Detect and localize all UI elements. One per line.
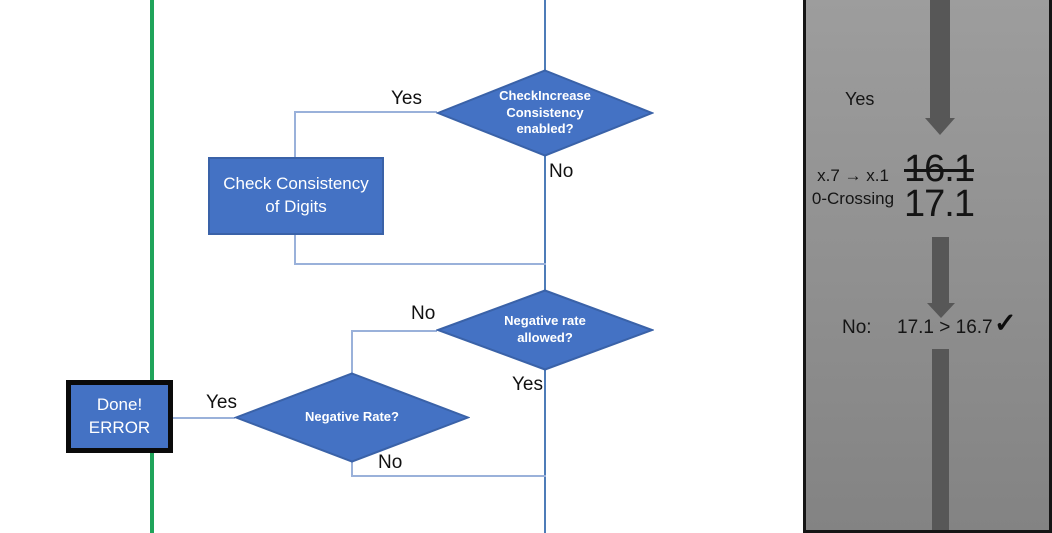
panel-yes-label: Yes — [845, 89, 875, 109]
diamond-shape — [436, 289, 654, 371]
edge-label-yes-mid: Yes — [512, 374, 543, 395]
down-arrow-1-head — [925, 118, 955, 135]
process-check-consistency-label: Check Consistency of Digits — [223, 174, 369, 216]
diamond-shape — [436, 69, 654, 157]
decision-negative-rate-allowed-label: Negative rate allowed? — [504, 313, 586, 345]
down-arrow-3-shaft — [932, 349, 949, 530]
edge-label-yes-bottom: Yes — [206, 392, 237, 413]
decision-check-increase-label: CheckIncrease Consistency enabled? — [499, 87, 591, 137]
decision-check-increase: CheckIncrease Consistency enabled? — [436, 69, 654, 157]
crossing-note: x.7 → x.1 0-Crossing — [806, 164, 900, 210]
edge-label-no-bottom: No — [378, 452, 403, 473]
decision-negative-rate-allowed: Negative rate allowed? — [436, 289, 654, 371]
diamond-shape — [234, 372, 470, 463]
result-comparison: 17.1 > 16.7 — [897, 317, 993, 338]
connector-no-mid-vertical — [351, 330, 353, 374]
decision-negative-rate-label: Negative Rate? — [305, 409, 399, 425]
connector-yes-to-done — [170, 417, 235, 419]
connector-process-out-horizontal — [294, 263, 546, 265]
down-arrow-2-shaft — [932, 237, 949, 303]
green-divider-line — [150, 0, 154, 533]
connector-yes-top-horizontal — [294, 111, 437, 113]
value-comparison: 16.1 17.1 — [904, 148, 975, 225]
connector-no-bottom-horizontal — [351, 475, 546, 477]
crossing-note-line1: x.7 → x.1 — [817, 166, 889, 185]
connector-process-out-vertical — [294, 234, 296, 264]
terminator-done-error-label: Done! ERROR — [88, 395, 151, 437]
decision-negative-rate: Negative Rate? — [234, 372, 470, 463]
main-flow-line — [544, 0, 546, 533]
edge-label-no-top: No — [549, 161, 574, 182]
process-check-consistency: Check Consistency of Digits — [208, 157, 384, 235]
result-label: No: — [842, 317, 872, 338]
checkmark-icon: ✓ — [994, 308, 1017, 338]
edge-label-no-mid: No — [411, 303, 436, 324]
edge-label-yes-top: Yes — [391, 88, 422, 109]
connector-no-bottom-vertical — [351, 461, 353, 477]
side-panel: Yes x.7 → x.1 0-Crossing 16.1 17.1 No: 1… — [803, 0, 1052, 533]
down-arrow-2-head — [927, 303, 955, 318]
down-arrow-1-shaft — [930, 0, 950, 118]
terminator-done-error: Done! ERROR — [66, 380, 173, 453]
connector-yes-top-vertical — [294, 111, 296, 158]
connector-no-mid-horizontal — [351, 330, 437, 332]
new-value: 17.1 — [904, 183, 975, 225]
old-value: 16.1 — [904, 148, 975, 190]
crossing-note-line2: 0-Crossing — [811, 189, 895, 208]
